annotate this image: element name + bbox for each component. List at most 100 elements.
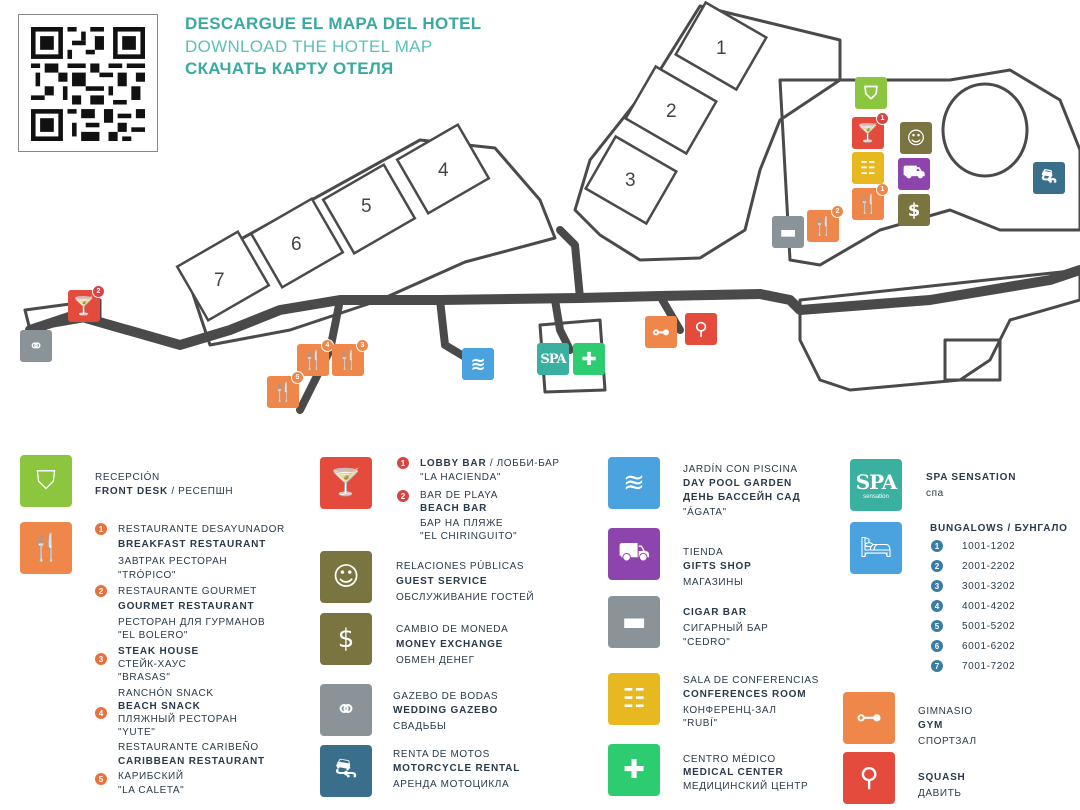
qr-code[interactable] xyxy=(18,14,158,152)
restaurant-2-badge: 2 xyxy=(95,585,107,597)
bar-1-name: "LA HACIENDA" xyxy=(420,472,502,483)
motorcycle-en: MOTORCYCLE RENTAL xyxy=(393,763,521,774)
bungalow-1-badge: 1 xyxy=(931,540,943,552)
bar-2-es: BAR DE PLAYA xyxy=(420,490,498,501)
gym-es: GIMNASIO xyxy=(918,706,973,717)
wedding-rings-icon[interactable]: ⚭ xyxy=(20,330,52,362)
building-number-5[interactable]: 5 xyxy=(361,196,372,217)
restaurant-3-badge: 3 xyxy=(95,653,107,665)
building-1-block xyxy=(673,0,769,92)
gift-shop-en: GIFTS SHOP xyxy=(683,561,752,572)
restaurant-1-es: RESTAURANTE DESAYUNADOR xyxy=(118,524,285,535)
motorcycle-icon[interactable]: ⛐ xyxy=(1033,162,1065,194)
building-7-block xyxy=(175,229,271,323)
building-number-2[interactable]: 2 xyxy=(666,101,677,122)
gift-shop-legend-icon: ⛟ xyxy=(608,528,660,580)
pool-icon[interactable]: ≋ xyxy=(462,348,494,380)
bungalow-6-badge: 6 xyxy=(931,640,943,652)
spa-en: SPA SENSATION xyxy=(926,472,1017,483)
qr-code-pattern xyxy=(31,27,145,141)
restaurant-5-icon[interactable]: 🍴5 xyxy=(267,371,304,408)
courtyard xyxy=(943,338,1002,382)
pool-legend-icon: ≋ xyxy=(608,457,660,509)
wedding-gazebo-ru: СВАДЬБЫ xyxy=(393,721,447,732)
bar-2-badge: 2 xyxy=(397,490,409,502)
gym-icon[interactable]: ⊶ xyxy=(645,316,677,348)
bar-1-en: LOBBY BAR xyxy=(420,458,487,469)
east-walkway xyxy=(755,265,1080,315)
restaurant-legend-icon: 🍴 xyxy=(20,522,72,574)
medical-center-icon[interactable]: ✚ xyxy=(573,343,605,375)
restaurant-4-es: RANCHÓN SNACK xyxy=(118,688,214,699)
motorcycle-legend-icon: ⛐ xyxy=(320,745,372,797)
bungalow-4-range: 4001-4202 xyxy=(962,601,1016,612)
cigar-bar-en: CIGAR BAR xyxy=(683,607,747,618)
conference-es: SALA DE CONFERENCIAS xyxy=(683,675,819,686)
gift-shop-ru: МАГАЗИНЫ xyxy=(683,577,744,588)
medical-es: CENTRO MÉDICO xyxy=(683,754,776,765)
guest-service-es: RELACIONES PÚBLICAS xyxy=(396,561,525,572)
roundabout xyxy=(941,82,1029,178)
building-number-6[interactable]: 6 xyxy=(291,234,302,255)
restaurant-4-ru: ПЛЯЖНЫЙ РЕСТОРАН xyxy=(118,714,238,725)
pool-ru: ДЕНЬ БАССЕЙН САД xyxy=(683,492,801,503)
money-exchange-legend-icon: $ xyxy=(320,613,372,665)
bungalow-7-badge: 7 xyxy=(931,660,943,672)
gym-en: GYM xyxy=(918,720,944,731)
money-exchange-icon[interactable]: $ xyxy=(898,194,930,226)
gift-shop-es: TIENDA xyxy=(683,547,724,558)
bar-1-ru: / ЛОББИ-БАР xyxy=(489,458,560,469)
wedding-gazebo-es: GAZEBO DE BODAS xyxy=(393,691,499,702)
building-number-4[interactable]: 4 xyxy=(438,160,449,181)
spa-icon[interactable]: SPA xyxy=(537,343,569,375)
beach-bar-icon[interactable]: 🍸2 xyxy=(68,285,105,322)
download-map-title-ru: СКАЧАТЬ КАРТУ ОТЕЛЯ xyxy=(185,59,394,78)
bungalow-2-range: 2001-2202 xyxy=(962,561,1016,572)
restaurant-4-icon[interactable]: 🍴4 xyxy=(297,339,334,376)
guest-service-en: GUEST SERVICE xyxy=(396,576,488,587)
bar-2-ru: БАР НА ПЛЯЖЕ xyxy=(420,518,504,529)
restaurant-4-badge: 4 xyxy=(95,707,107,719)
medical-legend-icon: ✚ xyxy=(608,744,660,796)
restaurant-2-ru: РЕСТОРАН ДЛЯ ГУРМАНОВ xyxy=(118,617,266,628)
restaurant-2-en: GOURMET RESTAURANT xyxy=(118,601,255,612)
motorcycle-ru: АРЕНДА МОТОЦИКЛА xyxy=(393,779,510,790)
conference-room-icon[interactable]: ☷ xyxy=(852,152,884,184)
bungalow-5-badge: 5 xyxy=(931,620,943,632)
lobby-bar-icon[interactable]: 🍸1 xyxy=(852,112,889,149)
gift-shop-icon[interactable]: ⛟ xyxy=(898,158,930,190)
squash-ru: ДАВИТЬ xyxy=(918,788,962,799)
pool-name: "ÁGATA" xyxy=(683,507,727,518)
money-exchange-en: MONEY EXCHANGE xyxy=(396,639,504,650)
bungalow-3-range: 3001-3202 xyxy=(962,581,1016,592)
cigar-bar-name: "CEDRO" xyxy=(683,637,731,648)
money-exchange-ru: ОБМЕН ДЕНЕГ xyxy=(396,655,475,666)
restaurant-2-icon[interactable]: 🍴2 xyxy=(807,205,844,242)
spa-legend-logo: SPA xyxy=(855,470,898,494)
motorcycle-es: RENTA DE MOTOS xyxy=(393,749,490,760)
building-number-7[interactable]: 7 xyxy=(214,270,225,291)
front-desk-es: RECEPCIÓN xyxy=(95,472,160,483)
building-number-1[interactable]: 1 xyxy=(716,38,727,59)
hotel-map[interactable] xyxy=(0,0,1080,430)
cigar-bar-ru: СИГАРНЫЙ БАР xyxy=(683,623,769,634)
front-desk-icon[interactable]: ⛉ xyxy=(855,77,887,109)
restaurant-1-ru: ЗАВТРАК РЕСТОРАН xyxy=(118,556,228,567)
pool-en: DAY POOL GARDEN xyxy=(683,478,793,489)
building-4-block xyxy=(395,122,491,216)
cigar-bar-icon[interactable]: ▬ xyxy=(772,216,804,248)
conference-legend-icon: ☷ xyxy=(608,673,660,725)
medical-en: MEDICAL CENTER xyxy=(683,767,784,778)
squash-icon[interactable]: ⚲ xyxy=(685,313,717,345)
guest-service-icon[interactable]: ☺ xyxy=(900,122,932,154)
front-desk-legend-icon: ⛉ xyxy=(20,455,72,507)
restaurant-1-icon[interactable]: 🍴1 xyxy=(852,183,889,220)
restaurant-3-name: "BRASAS" xyxy=(118,672,171,683)
bungalow-1-range: 1001-1202 xyxy=(962,541,1016,552)
guest-service-legend-icon: ☺ xyxy=(320,551,372,603)
building-number-3[interactable]: 3 xyxy=(625,170,636,191)
bar-2-name: "EL CHIRINGUITO" xyxy=(420,531,518,542)
conference-name: "RUBÍ" xyxy=(683,718,718,729)
restaurant-3-icon[interactable]: 🍴3 xyxy=(332,339,369,376)
wedding-gazebo-legend-icon: ⚭ xyxy=(320,684,372,736)
